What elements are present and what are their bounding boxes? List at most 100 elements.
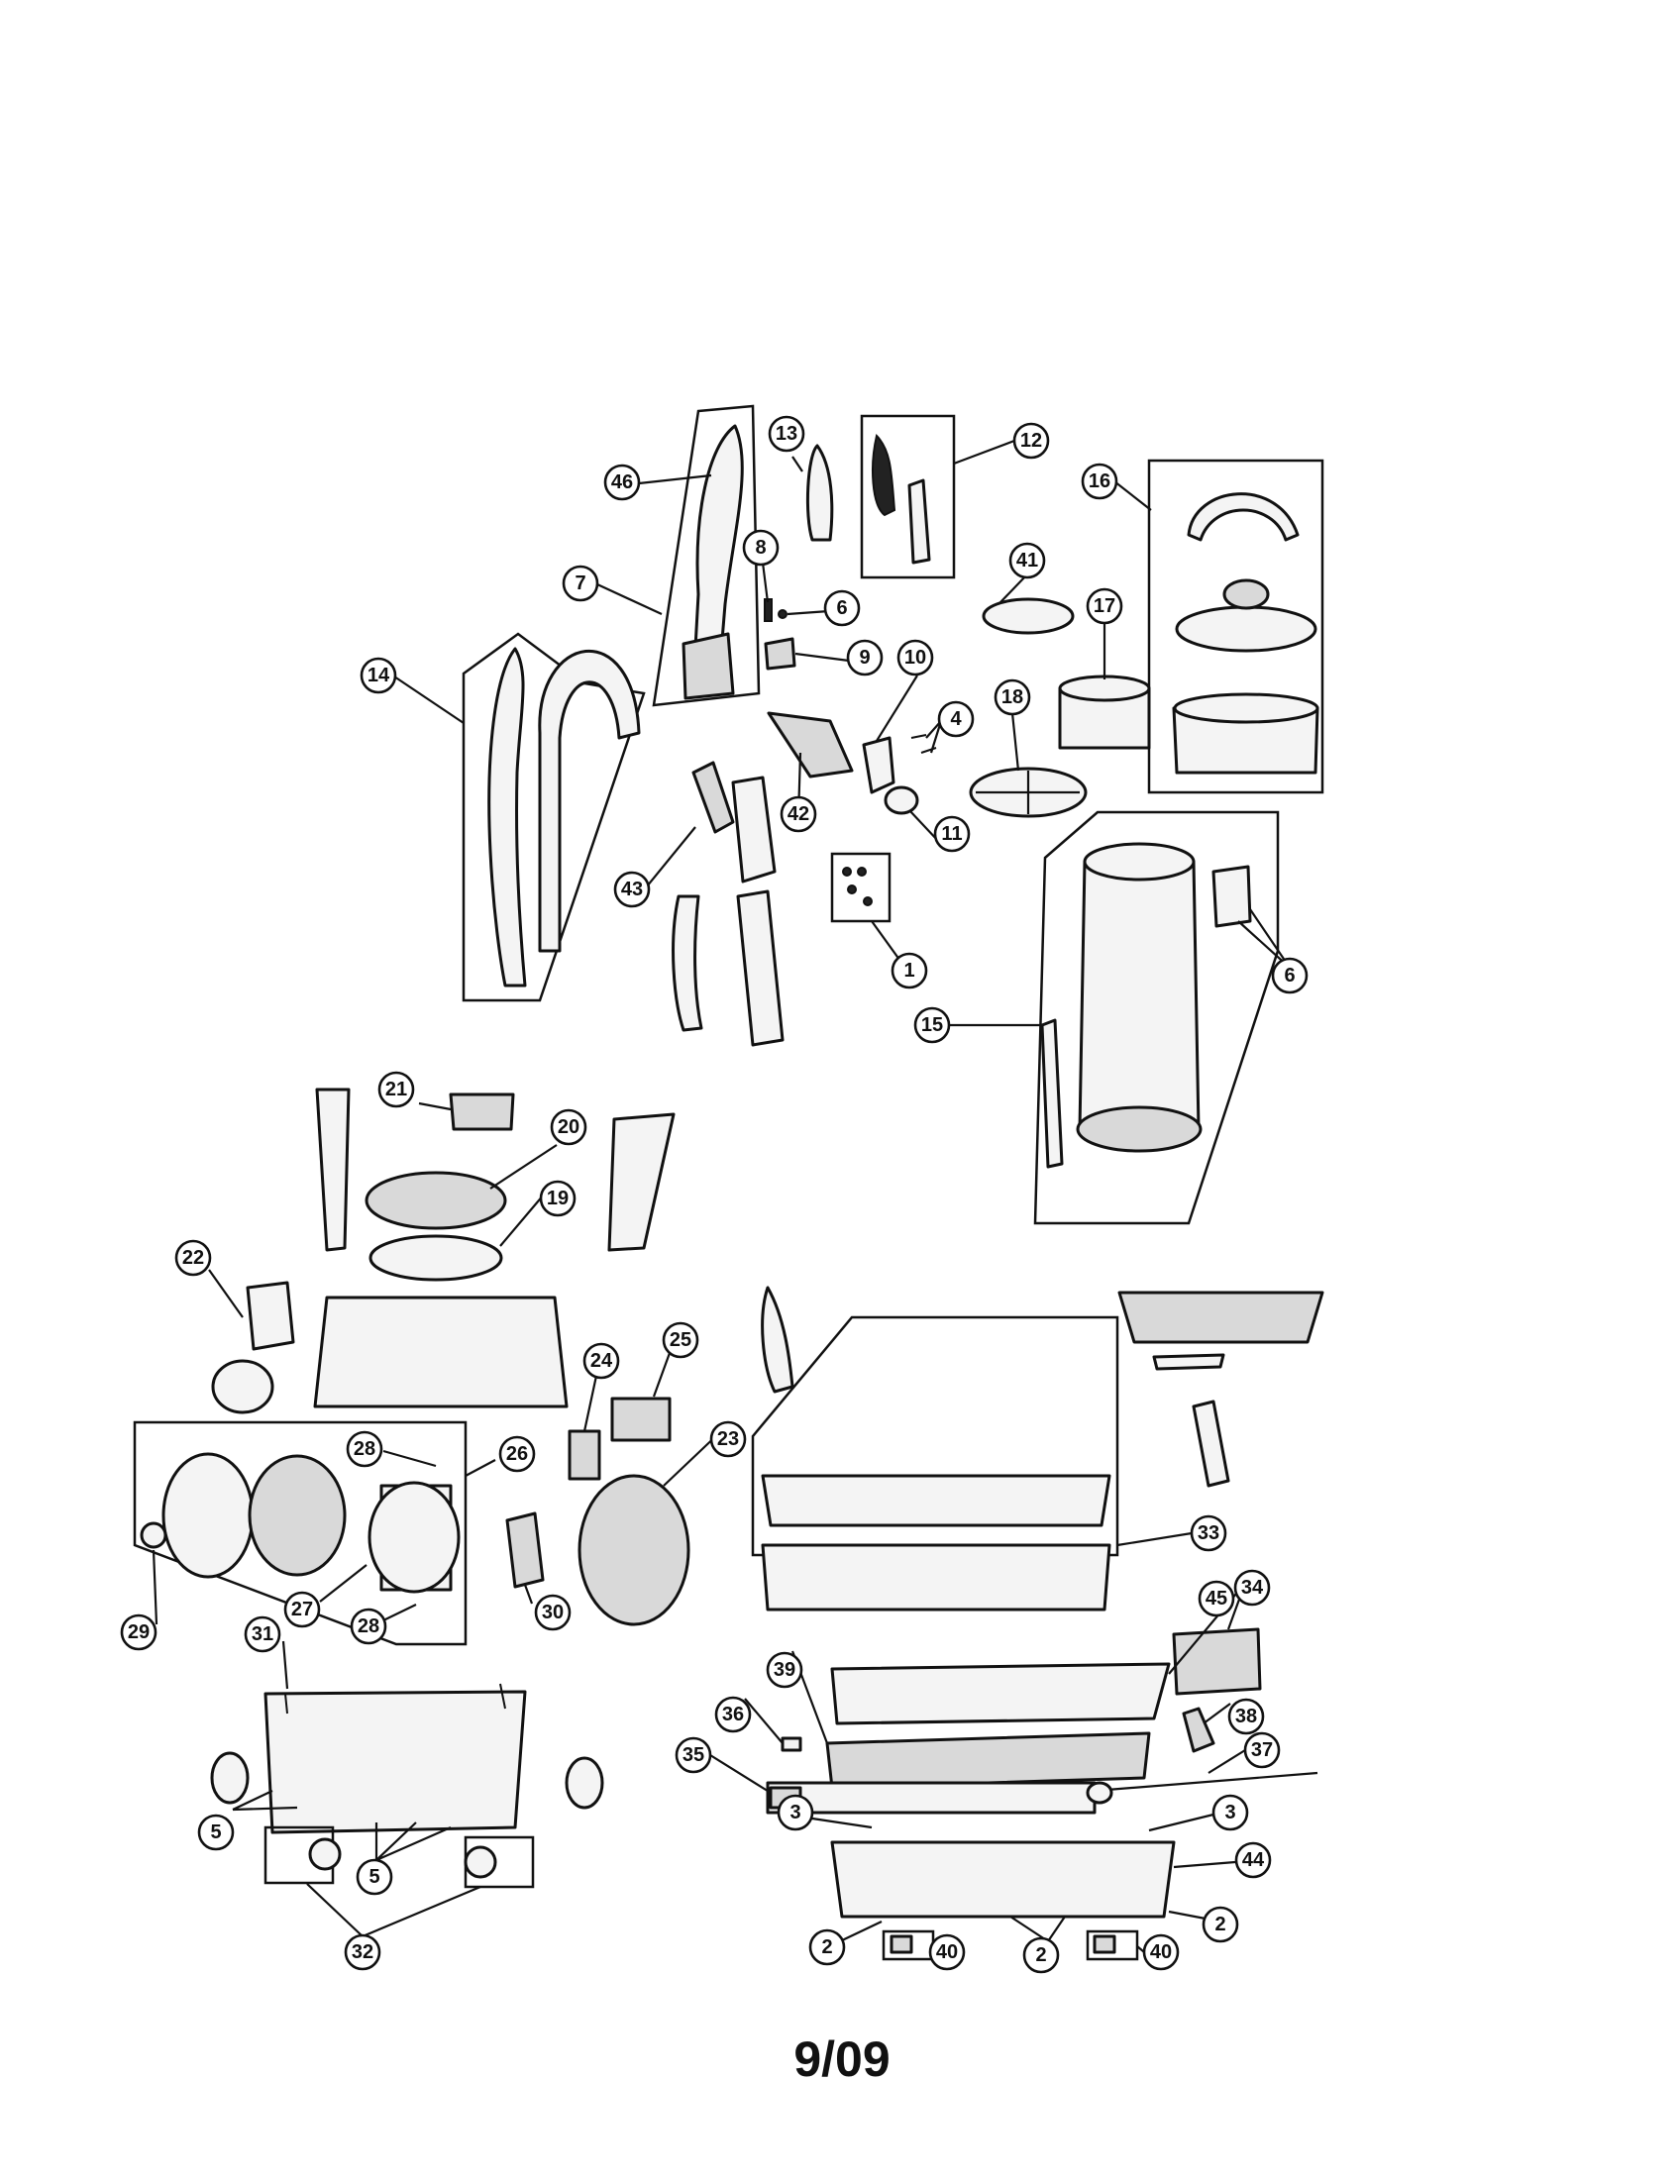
part-13	[805, 444, 834, 542]
svg-text:37: 37	[1251, 1739, 1273, 1761]
callout-32: 32	[344, 1933, 381, 1971]
svg-text:12: 12	[1020, 430, 1042, 452]
nozzle-housing-group	[751, 1286, 1324, 1961]
svg-text:21: 21	[385, 1079, 407, 1100]
wand-14	[487, 647, 527, 988]
svg-text:33: 33	[1198, 1522, 1219, 1544]
leader-36	[744, 1698, 784, 1744]
leader-22	[208, 1269, 244, 1318]
leader-3b	[1148, 1813, 1214, 1832]
bumper-top	[1117, 1291, 1324, 1344]
tool-43	[691, 761, 735, 834]
pin-8	[764, 598, 773, 622]
leader-12	[953, 439, 1015, 466]
dirt-cup-group	[1033, 810, 1280, 1225]
svg-text:2: 2	[1035, 1944, 1046, 1966]
svg-text:6: 6	[1284, 965, 1295, 987]
svg-text:39: 39	[774, 1659, 795, 1681]
frame-40-right	[1086, 1929, 1139, 1961]
leader-32	[306, 1883, 481, 1938]
gasket-19	[368, 1234, 503, 1282]
svg-text:27: 27	[291, 1599, 313, 1620]
revision-date: 9/09	[793, 2031, 891, 2087]
leader-35	[709, 1754, 772, 1794]
hose-frame-14	[462, 632, 646, 1002]
svg-text:38: 38	[1235, 1706, 1257, 1727]
side-part-right	[1192, 1400, 1230, 1488]
cup-latch-15	[1211, 865, 1252, 928]
frame-12	[860, 414, 956, 579]
svg-text:42: 42	[788, 803, 809, 825]
svg-text:28: 28	[354, 1438, 375, 1460]
base-plate-44	[830, 1840, 1176, 1919]
svg-text:22: 22	[182, 1247, 204, 1269]
part-30	[505, 1511, 545, 1589]
leader-29	[152, 1549, 158, 1625]
leader-16	[1113, 480, 1152, 511]
callout-20: 20	[550, 1108, 587, 1146]
ring-11	[884, 785, 919, 815]
screen-18-spokes	[976, 771, 1080, 814]
svg-text:2: 2	[1214, 1914, 1225, 1935]
leader-20	[489, 1144, 558, 1190]
handle-assembly-group	[652, 404, 956, 923]
svg-text:2: 2	[821, 1936, 832, 1958]
callout-40b: 40	[1142, 1933, 1180, 1971]
motor-cover-27-end	[368, 1481, 461, 1594]
callout-34: 34	[1233, 1569, 1271, 1607]
dirt-cup-top-group	[969, 459, 1324, 818]
filter-cover-20	[365, 1171, 507, 1230]
callout-46: 46	[603, 464, 641, 501]
callout-38: 38	[1227, 1698, 1265, 1735]
svg-text:44: 44	[1242, 1849, 1265, 1871]
filter-17-top	[1058, 675, 1151, 702]
callout-18: 18	[994, 678, 1031, 716]
part-12b	[907, 478, 931, 565]
svg-text:3: 3	[789, 1802, 800, 1823]
callout-30: 30	[534, 1594, 572, 1631]
handle-frame-7	[652, 404, 761, 707]
leader-41	[999, 573, 1028, 603]
springs-4	[910, 734, 937, 754]
lid-boss-16	[1222, 578, 1270, 610]
hardware-1d	[863, 896, 873, 906]
frame-16	[1147, 459, 1324, 794]
svg-text:40: 40	[936, 1941, 958, 1963]
svg-text:35: 35	[682, 1744, 704, 1766]
leader-6a	[787, 609, 830, 616]
leader-37	[1208, 1749, 1246, 1774]
wheel-32-left	[308, 1837, 342, 1871]
svg-text:46: 46	[611, 471, 633, 493]
callout-45: 45	[1198, 1580, 1235, 1617]
hood-33	[761, 1474, 1111, 1527]
callout-22: 22	[174, 1239, 212, 1277]
elbow-22-bottom	[211, 1359, 274, 1414]
callout-8: 8	[742, 529, 780, 567]
part-21	[449, 1092, 515, 1131]
leader-3a	[811, 1817, 873, 1829]
callout-15: 15	[913, 1006, 951, 1044]
callout-16: 16	[1081, 463, 1118, 500]
callout-24: 24	[582, 1342, 620, 1380]
callout-2a: 2	[808, 1928, 846, 1966]
leader-9	[794, 652, 850, 663]
svg-text:4: 4	[950, 708, 962, 730]
callout-28a: 28	[346, 1430, 383, 1468]
bumper-strip	[1152, 1353, 1225, 1371]
svg-text:36: 36	[722, 1704, 744, 1725]
leader-38	[1203, 1703, 1231, 1724]
leader-7	[596, 583, 663, 615]
callout-6b: 6	[1271, 957, 1309, 994]
svg-text:15: 15	[921, 1014, 943, 1036]
dirt-cup-15	[1078, 860, 1201, 1131]
frame-33	[751, 1315, 1119, 1557]
leader-19	[499, 1194, 545, 1247]
callout-13: 13	[768, 415, 805, 453]
leader-44	[1173, 1860, 1236, 1869]
callout-12: 12	[1012, 422, 1050, 460]
svg-text:40: 40	[1150, 1941, 1172, 1963]
leader-13	[791, 456, 803, 472]
callout-5b: 5	[356, 1858, 393, 1896]
svg-text:6: 6	[836, 597, 847, 619]
leader-31	[281, 1640, 289, 1690]
